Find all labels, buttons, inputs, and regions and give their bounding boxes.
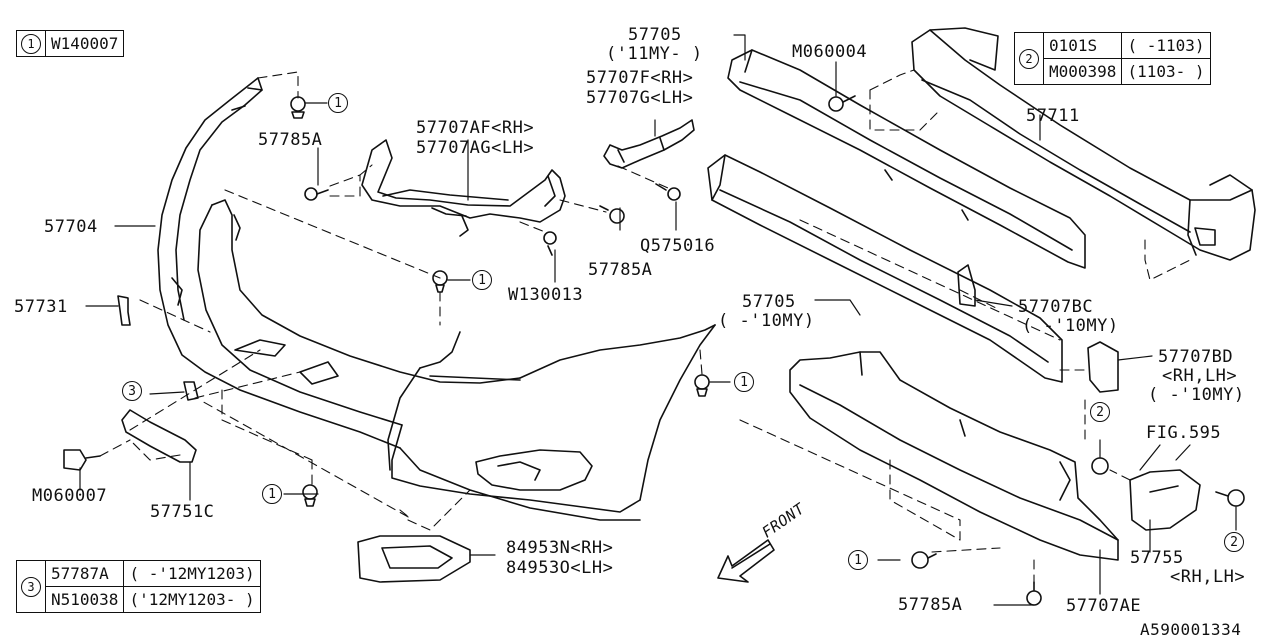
callout-1-e: 1 <box>848 550 868 570</box>
callout-3-a: 3 <box>122 381 142 401</box>
label-57785A-mid: 57785A <box>588 260 653 280</box>
callout-1-c: 1 <box>734 372 754 392</box>
note-table-2-part-1: 0101S <box>1042 32 1123 59</box>
front-arrow <box>717 539 775 583</box>
note-table-3-key: 3 <box>21 577 41 597</box>
label-57705-lower-note: ( -'10MY) <box>718 311 815 331</box>
label-57707AE: 57707AE <box>1066 596 1142 616</box>
label-57731: 57731 <box>14 297 68 317</box>
label-M060004: M060004 <box>792 42 868 62</box>
small-parts-drawing <box>63 95 1245 606</box>
note-table-2-part-2: M000398 <box>1042 58 1123 85</box>
callout-2-b: 2 <box>1224 532 1244 552</box>
label-57707AF: 57707AF<RH> <box>416 118 535 138</box>
label-57751C: 57751C <box>150 502 215 522</box>
note-table-1: 1 W140007 <box>16 30 125 57</box>
note-table-2: 2 0101S ( -1103) M000398 (1103- ) <box>1014 32 1211 85</box>
label-57704: 57704 <box>44 217 98 237</box>
reinforcement-drawing <box>911 27 1256 261</box>
label-57707BD-note: ( -'10MY) <box>1148 385 1245 405</box>
label-57755-side: <RH,LH> <box>1170 567 1246 587</box>
label-57785A-top: 57785A <box>258 130 323 150</box>
label-57785A-bot: 57785A <box>898 595 963 615</box>
note-table-2-range-1: ( -1103) <box>1121 32 1211 59</box>
label-Q575016: Q575016 <box>640 236 716 256</box>
upper-absorber-drawing <box>727 49 1086 269</box>
note-table-3-range-1: ( -'12MY1203) <box>123 560 261 587</box>
dashed-guides <box>99 69 1191 587</box>
label-57707G: 57707G<LH> <box>586 88 694 108</box>
label-84953O: 84953O<LH> <box>506 558 614 578</box>
label-57755: 57755 <box>1130 548 1184 568</box>
label-57707BD-side: <RH,LH> <box>1162 366 1238 386</box>
label-57707BC: 57707BC <box>1018 297 1094 317</box>
label-57705-upper-note: ('11MY- ) <box>606 44 703 64</box>
label-57705-lower: 57705 <box>742 292 796 312</box>
note-table-1-key: 1 <box>21 34 41 54</box>
label-W130013: W130013 <box>508 285 584 305</box>
note-table-2-range-2: (1103- ) <box>1121 58 1211 85</box>
note-table-3-part-1: 57787A <box>44 560 125 587</box>
label-57707BD: 57707BD <box>1158 347 1234 367</box>
note-table-3: 3 57787A ( -'12MY1203) N510038 ('12MY120… <box>16 560 261 613</box>
label-57705-upper: 57705 <box>628 25 682 45</box>
note-table-2-key: 2 <box>1019 49 1039 69</box>
note-table-3-part-2: N510038 <box>44 586 125 613</box>
label-57707F: 57707F<RH> <box>586 68 694 88</box>
label-57711: 57711 <box>1026 106 1080 126</box>
callout-1-a: 1 <box>328 93 348 113</box>
callout-2-a: 2 <box>1090 402 1110 422</box>
lower-beam-drawing <box>789 351 1119 561</box>
label-57707BC-note: ( -'10MY) <box>1022 316 1119 336</box>
label-fig-ref: FIG.595 <box>1146 423 1222 443</box>
label-57707AG: 57707AG<LH> <box>416 138 535 158</box>
note-table-3-range-2: ('12MY1203- ) <box>123 586 261 613</box>
lower-absorber-drawing <box>707 154 1063 383</box>
upper-bracket-drawing <box>361 139 566 237</box>
label-M060007: M060007 <box>32 486 108 506</box>
callout-1-d: 1 <box>262 484 282 504</box>
side-bracket-drawing <box>603 119 695 169</box>
note-table-1-part: W140007 <box>44 30 125 57</box>
callout-1-b: 1 <box>472 270 492 290</box>
diagram-id: A590001334 <box>1140 620 1242 639</box>
label-84953N: 84953N<RH> <box>506 538 614 558</box>
bumper-cover-drawing <box>157 77 716 521</box>
